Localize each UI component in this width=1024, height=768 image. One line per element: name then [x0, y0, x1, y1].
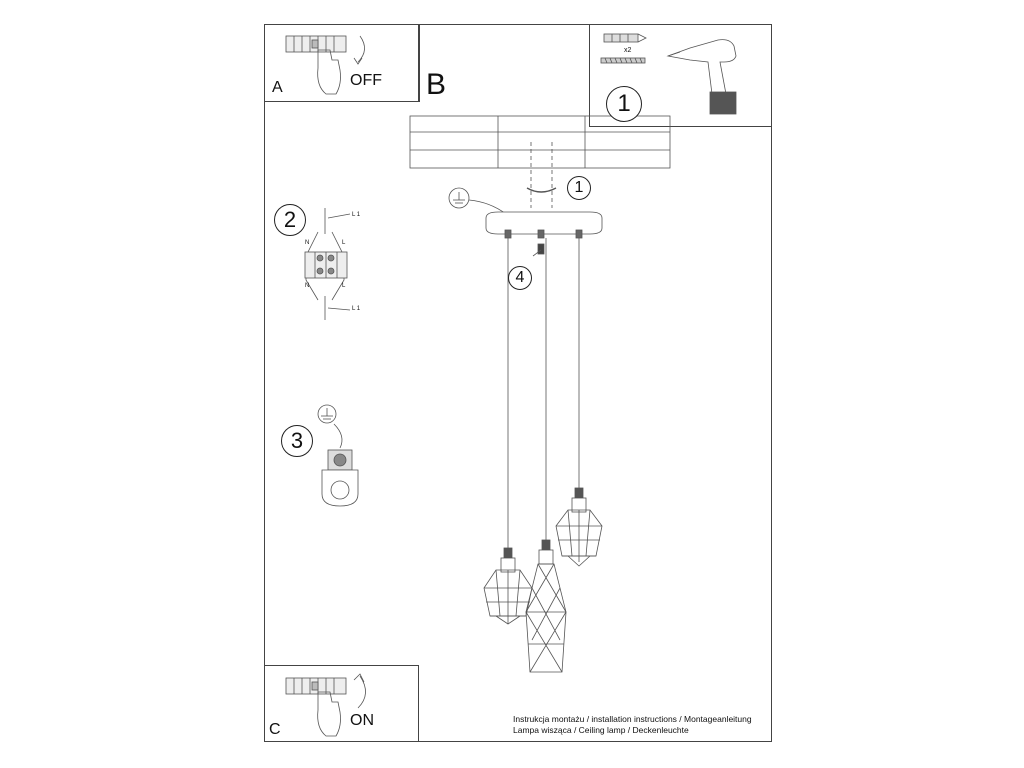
panel-divider: [419, 24, 420, 102]
step-c-label: C: [269, 721, 281, 738]
hand-switch-off-icon: [285, 35, 365, 95]
cage-shade-icon: [483, 547, 533, 625]
wire-label-l-top: L: [342, 240, 346, 246]
caption: Instrukcja montażu / installation instru…: [513, 714, 752, 736]
ground-connector-icon: [317, 404, 359, 507]
screw-icon: [600, 57, 646, 64]
wire-label-l1-top: L 1: [352, 212, 361, 218]
terminal-block-icon: [304, 208, 351, 320]
step-b-label: B: [426, 68, 447, 101]
wire-label-n-bottom: N: [305, 283, 310, 289]
long-cage-shade-icon: [525, 539, 567, 673]
step-3-badge: 3: [281, 425, 313, 457]
canopy-icon: [485, 211, 603, 255]
caption-line-1: Instrukcja montażu / installation instru…: [513, 714, 752, 724]
cage-shade-icon: [555, 487, 603, 567]
drill-icon: [666, 39, 737, 115]
wire-label-n-top: N: [305, 240, 310, 246]
wire-label-l-bottom: L: [342, 283, 346, 289]
ceiling-icon: [409, 115, 671, 169]
step-1-badge: 1: [606, 86, 642, 122]
hand-switch-on-icon: [285, 673, 366, 737]
wall-plug-icon: [603, 33, 647, 43]
off-label: OFF: [350, 72, 382, 89]
wire-label-l1-bottom: L 1: [352, 306, 361, 312]
step-2-badge: 2: [274, 204, 306, 236]
ground-symbol-icon: [448, 187, 507, 215]
step-4-callout: 4: [508, 266, 532, 290]
step-a-label: A: [272, 79, 283, 96]
quantity-label: x2: [624, 47, 632, 54]
on-label: ON: [350, 712, 374, 729]
step-1-callout: 1: [567, 176, 591, 200]
instruction-frame: [264, 24, 772, 742]
caption-line-2: Lampa wisząca / Ceiling lamp / Deckenleu…: [513, 725, 689, 735]
